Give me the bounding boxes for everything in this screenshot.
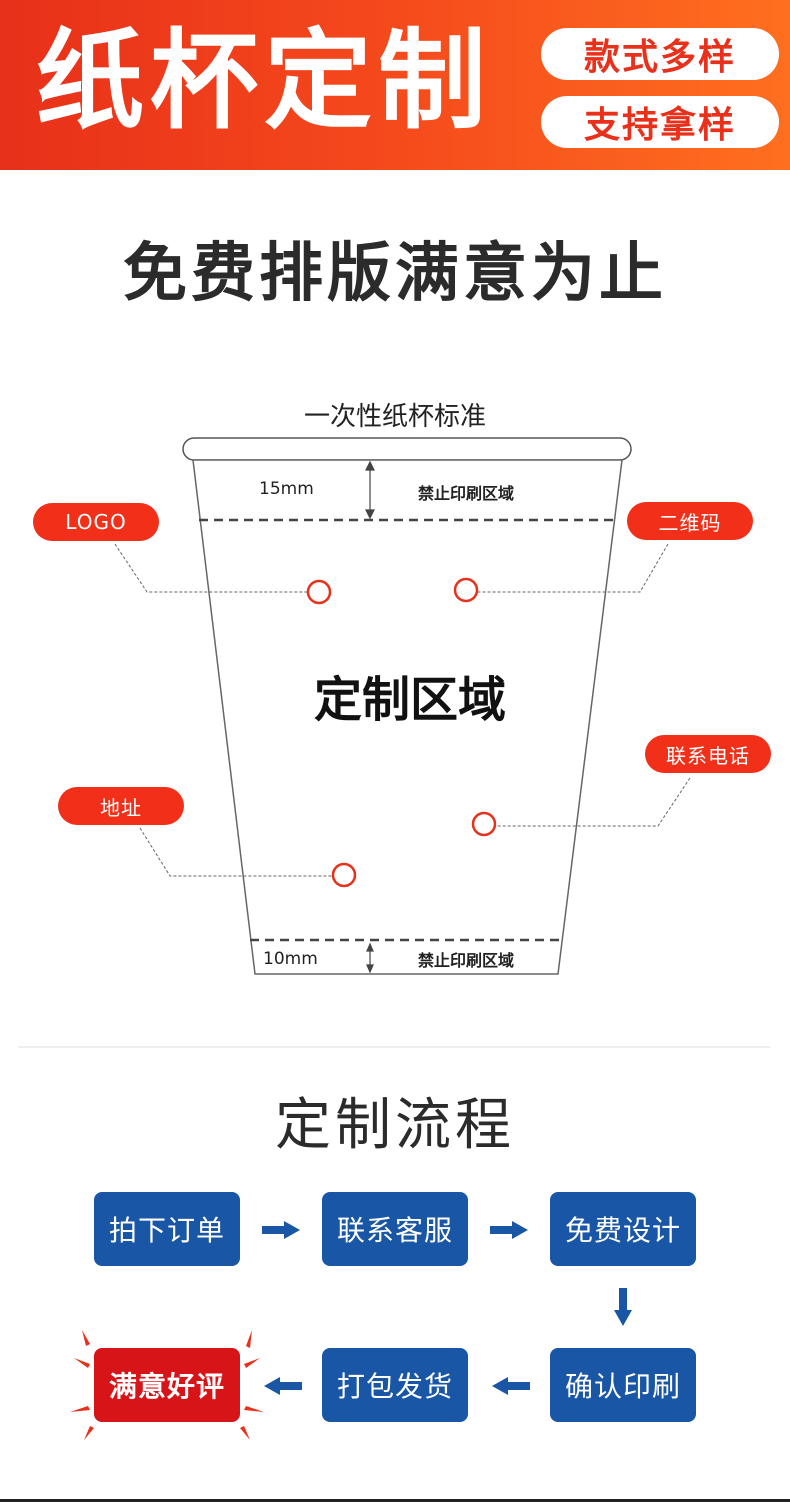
address-leader bbox=[139, 827, 332, 877]
section-divider bbox=[18, 1046, 770, 1048]
bottom-margin-label: 10mm bbox=[263, 949, 318, 969]
bottom-measure-arrow bbox=[366, 942, 374, 974]
badge-styles: 款式多样 bbox=[541, 28, 779, 80]
top-margin-label: 15mm bbox=[259, 479, 314, 499]
arrow-left-icon bbox=[492, 1377, 530, 1395]
tag-address: 地址 bbox=[58, 787, 184, 825]
logo-leader bbox=[114, 543, 307, 593]
cup-body bbox=[192, 459, 623, 975]
logo-marker bbox=[306, 579, 332, 605]
tag-qr-code: 二维码 bbox=[627, 502, 753, 540]
process-title: 定制流程 bbox=[275, 1093, 515, 1158]
qr-leader bbox=[478, 543, 669, 593]
bottom-forbidden-label: 禁止印刷区域 bbox=[418, 951, 515, 970]
process-arrows bbox=[70, 1221, 632, 1440]
top-measure-arrow bbox=[365, 460, 375, 520]
burst-decoration-icon bbox=[70, 1330, 264, 1440]
step-contact-service: 联系客服 bbox=[322, 1192, 468, 1266]
banner-title: 纸杯定制 bbox=[36, 19, 493, 144]
step-good-review: 满意好评 bbox=[94, 1348, 240, 1422]
phone-marker bbox=[471, 811, 497, 837]
arrow-right-icon bbox=[490, 1221, 528, 1239]
badge-samples: 支持拿样 bbox=[541, 96, 779, 148]
headline: 免费排版满意为止 bbox=[123, 237, 667, 311]
arrow-left-icon bbox=[264, 1377, 302, 1395]
cup-diagram-title: 一次性纸杯标准 bbox=[303, 402, 486, 432]
qr-marker bbox=[453, 577, 479, 603]
tag-phone: 联系电话 bbox=[645, 735, 771, 773]
top-forbidden-label: 禁止印刷区域 bbox=[418, 484, 515, 503]
arrow-right-icon bbox=[262, 1221, 300, 1239]
step-pack-ship: 打包发货 bbox=[322, 1348, 468, 1422]
header-banner: 纸杯定制 款式多样 支持拿样 bbox=[0, 0, 790, 170]
address-marker bbox=[331, 862, 357, 888]
step-place-order: 拍下订单 bbox=[94, 1192, 240, 1266]
step-free-design: 免费设计 bbox=[550, 1192, 696, 1266]
tag-logo: LOGO bbox=[33, 503, 159, 541]
cup-diagram bbox=[114, 437, 691, 975]
phone-leader bbox=[496, 777, 691, 827]
bottom-border bbox=[0, 1499, 790, 1502]
arrow-down-icon bbox=[614, 1288, 632, 1326]
custom-area-label: 定制区域 bbox=[313, 672, 506, 728]
step-confirm-print: 确认印刷 bbox=[550, 1348, 696, 1422]
cup-rim bbox=[182, 437, 632, 461]
